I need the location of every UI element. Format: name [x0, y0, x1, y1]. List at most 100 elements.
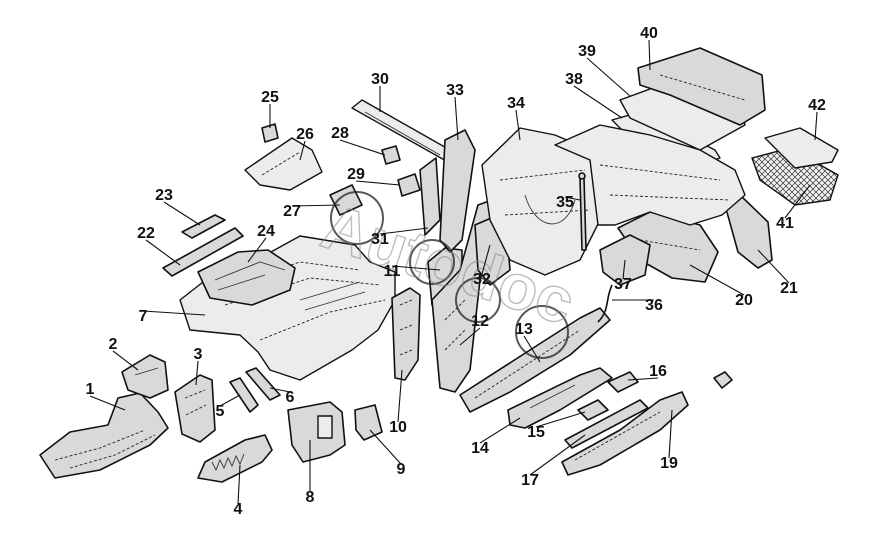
callout-label-24: 24: [257, 223, 275, 240]
part-36-cable: [597, 284, 613, 323]
leader-line-14: [479, 417, 521, 444]
callout-label-5: 5: [216, 403, 225, 420]
part-13-sill: [459, 307, 611, 413]
part-4-corrugated-insulation: [197, 434, 273, 483]
leader-line-22: [145, 239, 181, 266]
leader-line-12: [459, 327, 481, 346]
leader-line-38: [573, 85, 623, 119]
part-28-nut: [381, 145, 401, 165]
callout-label-17: 17: [521, 472, 539, 489]
leader-line-5: [219, 394, 241, 407]
callout-label-33: 33: [446, 82, 464, 99]
leader-line-16: [627, 377, 659, 381]
part-26-cover: [244, 137, 323, 191]
part-2-bracket: [121, 354, 169, 399]
leader-line-3: [195, 360, 199, 386]
callout-label-19: 19: [660, 455, 678, 472]
callout-label-28: 28: [331, 125, 349, 142]
callout-label-30: 30: [371, 71, 389, 88]
callout-label-32: 32: [473, 271, 491, 288]
leader-line-11: [391, 265, 441, 271]
callout-label-15: 15: [527, 424, 545, 441]
watermark-ring-1: [330, 191, 384, 245]
leader-line-9: [369, 429, 402, 465]
leader-line-33: [454, 96, 459, 141]
callout-label-14: 14: [471, 440, 489, 457]
part-15-bracket: [577, 399, 609, 421]
part-33-tube: [439, 129, 476, 253]
leader-line-24: [247, 237, 267, 263]
leader-line-1: [89, 395, 126, 411]
leader-line-20: [689, 264, 745, 296]
rear-body-outline: [554, 124, 746, 226]
part-24-tunnel-insulation: [197, 249, 296, 306]
watermark-ring-3: [455, 277, 501, 323]
part-34-rear-floor: [481, 127, 601, 276]
leader-line-39: [586, 57, 631, 97]
callout-label-16: 16: [649, 363, 667, 380]
leader-line-29: [355, 180, 401, 186]
part-25-clip: [261, 123, 279, 143]
part-6-strip: [245, 367, 281, 401]
callout-label-31: 31: [371, 231, 389, 248]
part-8-panel: [287, 401, 346, 463]
leader-line-41: [784, 184, 811, 219]
callout-label-25: 25: [261, 89, 279, 106]
callout-label-11: 11: [384, 263, 401, 280]
callout-label-41: 41: [776, 215, 794, 232]
part-16-bracket: [607, 371, 639, 393]
part-5-strip: [229, 377, 259, 413]
leader-line-6: [269, 387, 291, 393]
callout-label-13: 13: [515, 321, 533, 338]
leader-line-15: [535, 411, 586, 428]
leader-line-13: [523, 335, 541, 363]
part-3-panel: [174, 374, 216, 443]
callout-label-42: 42: [808, 97, 826, 114]
leader-line-42: [814, 111, 818, 141]
part-19-rail: [561, 391, 689, 476]
callout-label-20: 20: [735, 292, 753, 309]
part-42-cover: [764, 127, 839, 169]
small-clip: [713, 371, 733, 389]
callout-label-38: 38: [565, 71, 583, 88]
callout-label-35: 35: [556, 194, 574, 211]
leader-line-19: [668, 409, 673, 459]
callout-label-7: 7: [139, 308, 148, 325]
callout-label-37: 37: [614, 276, 632, 293]
callout-label-39: 39: [578, 43, 596, 60]
part-31-pillar: [419, 157, 441, 236]
callout-label-36: 36: [645, 297, 663, 314]
part-10-pillar: [391, 287, 421, 381]
callout-label-26: 26: [296, 126, 314, 143]
leader-line-21: [757, 249, 790, 284]
leader-line-23: [163, 201, 201, 226]
leader-line-27: [291, 204, 341, 207]
leader-line-28: [339, 139, 386, 156]
callout-label-2: 2: [109, 336, 118, 353]
callout-label-3: 3: [194, 346, 203, 363]
leader-line-31: [379, 227, 429, 235]
part-23-pad: [181, 214, 226, 239]
part-29-bracket: [397, 173, 421, 197]
callout-label-29: 29: [347, 166, 365, 183]
leader-line-32: [481, 244, 491, 275]
callout-label-12: 12: [471, 313, 489, 330]
leader-line-2: [112, 350, 139, 371]
leader-line-34: [515, 109, 521, 141]
callout-label-40: 40: [640, 25, 658, 42]
callout-label-1: 1: [86, 381, 95, 398]
part-9-plate: [354, 404, 383, 441]
part-40-trunk-cover: [637, 47, 766, 126]
callout-label-4: 4: [234, 501, 243, 518]
part-35-rod: [578, 172, 587, 251]
leader-line-37: [622, 259, 626, 280]
callout-label-8: 8: [306, 489, 315, 506]
part-14-rail: [507, 367, 613, 429]
callout-label-10: 10: [389, 419, 407, 436]
part-30-cowl: [351, 99, 451, 163]
leader-lines: [89, 39, 818, 505]
part-22-strip: [162, 227, 244, 277]
